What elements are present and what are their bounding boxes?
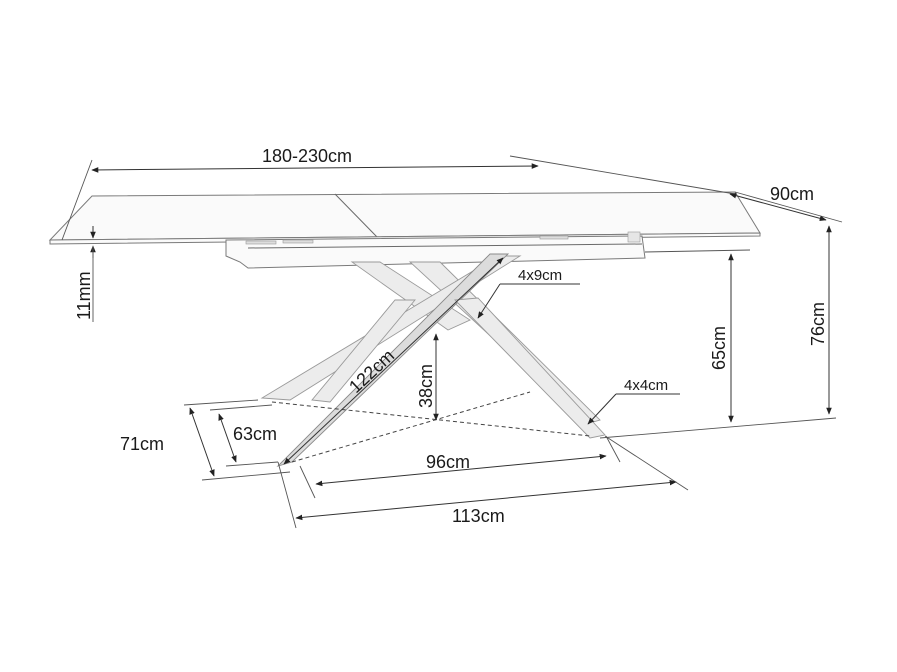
- length-label: 180-230cm: [262, 146, 352, 166]
- leg-foot-section-label: 4x4cm: [624, 377, 668, 394]
- base-depth-dimensions: 71cm 63cm: [120, 399, 291, 481]
- frame-height-label: 65cm: [709, 326, 729, 370]
- total-height-label: 76cm: [808, 302, 828, 346]
- leg-foot-section-callout: 4x4cm: [587, 377, 680, 425]
- top-thickness-dimension: 11mm: [74, 226, 96, 322]
- base-length-dimensions: 96cm 113cm: [277, 435, 689, 529]
- base-depth-outer-label: 71cm: [120, 434, 164, 454]
- frame-height-dimension: 65cm: [644, 249, 751, 423]
- cross-height-label: 38cm: [416, 364, 436, 408]
- leg-upper-section-label: 4x9cm: [518, 267, 562, 284]
- cross-height-dimension: 38cm: [416, 333, 439, 421]
- top-thickness-label: 11mm: [74, 271, 94, 320]
- table-top: [48, 191, 761, 269]
- base-depth-inner-label: 63cm: [233, 424, 277, 444]
- crossed-legs: [260, 253, 606, 467]
- width-label: 90cm: [770, 184, 814, 204]
- length-dimension: 180-230cm: [61, 146, 736, 241]
- total-height-dimension: 76cm: [599, 225, 837, 439]
- base-length-outer-label: 113cm: [452, 506, 505, 526]
- leg-upper-section-callout: 4x9cm: [477, 267, 580, 319]
- width-dimension: 90cm: [729, 184, 843, 223]
- base-length-inner-label: 96cm: [426, 452, 470, 472]
